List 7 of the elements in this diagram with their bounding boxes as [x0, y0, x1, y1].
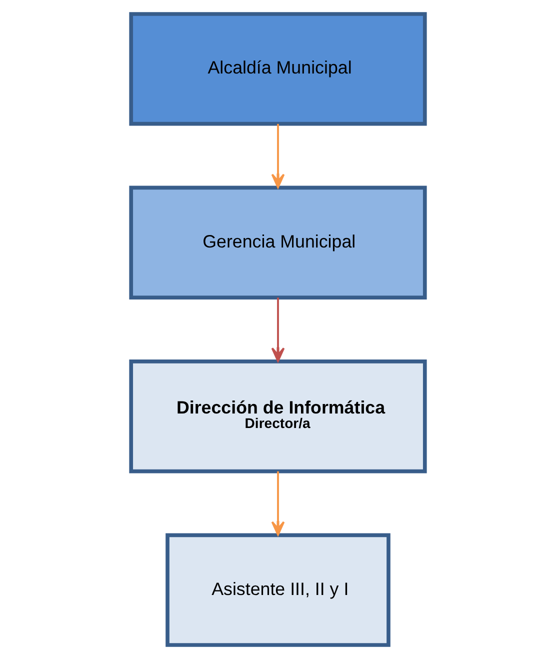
arrow — [271, 124, 285, 188]
node-box: Alcaldía Municipal — [129, 12, 427, 126]
node-box: Gerencia Municipal — [129, 186, 427, 300]
node-box: Dirección de Informática Director/a — [129, 360, 427, 474]
arrow — [271, 471, 285, 536]
node-box: Asistente III, II y I — [166, 533, 390, 647]
arrow — [271, 298, 285, 362]
